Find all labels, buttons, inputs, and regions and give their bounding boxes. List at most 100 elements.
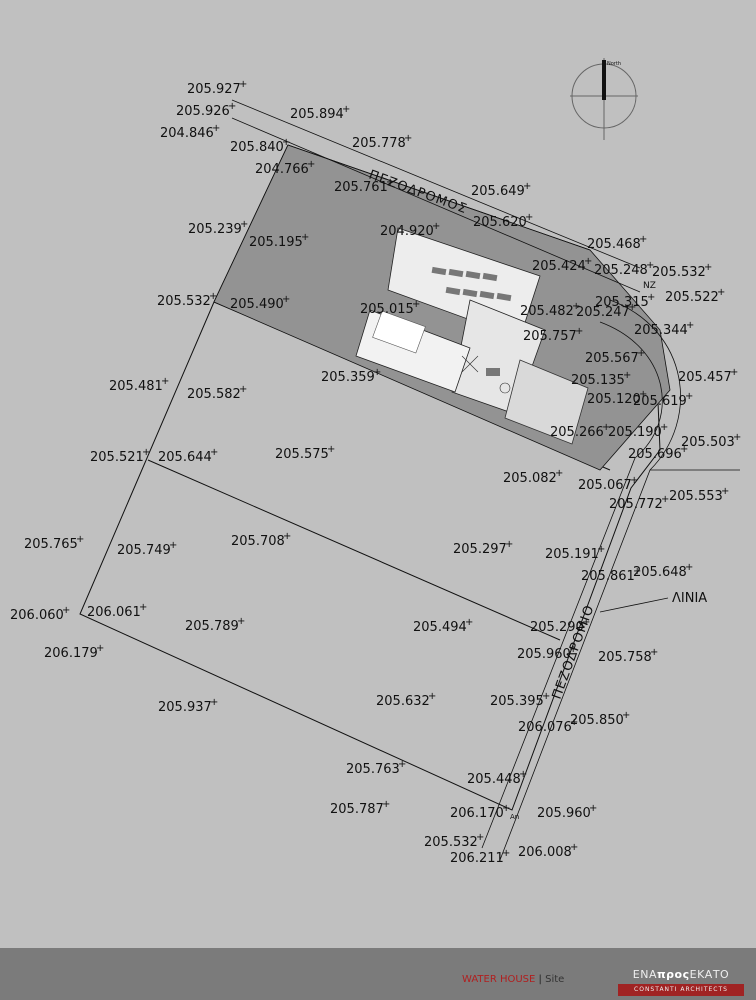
elevation-label: 205.482 bbox=[520, 304, 574, 319]
elevation-label: 205.567 bbox=[585, 351, 639, 366]
elevation-label: 205.135 bbox=[571, 373, 625, 388]
elevation-label: 205.015 bbox=[360, 302, 414, 317]
survey-point-icon: + bbox=[237, 616, 245, 627]
elevation-label: 205.778 bbox=[352, 136, 406, 151]
survey-point-icon: + bbox=[685, 562, 693, 573]
survey-point-icon: + bbox=[633, 566, 641, 577]
north-label: North bbox=[607, 61, 621, 67]
survey-point-icon: + bbox=[686, 320, 694, 331]
survey-point-icon: + bbox=[525, 212, 533, 223]
elevation-label: 205.619 bbox=[633, 394, 687, 409]
survey-point-icon: + bbox=[386, 177, 394, 188]
street-right bbox=[481, 299, 740, 861]
survey-point-icon: + bbox=[62, 605, 70, 616]
logo-word-2: προς bbox=[656, 968, 690, 981]
survey-point-icon: + bbox=[630, 475, 638, 486]
elevation-label: 205.532 bbox=[652, 265, 706, 280]
elevation-label: 205.789 bbox=[185, 619, 239, 634]
elevation-label: 205.926 bbox=[176, 104, 230, 119]
site-plan: North ΠΕΖΟΔΡΟΜΟΣ ΠΕΖΟΔΡΟΜΙΟ ΛΙΝΙΑ NZ An … bbox=[10, 58, 741, 866]
elevation-label: 205.067 bbox=[578, 478, 632, 493]
elevation-label: 205.481 bbox=[109, 379, 163, 394]
survey-point-icon: + bbox=[240, 219, 248, 230]
elevation-label: 205.749 bbox=[117, 543, 171, 558]
survey-point-icon: + bbox=[704, 262, 712, 273]
an-label: An bbox=[510, 813, 519, 821]
line-label: ΛΙΝΙΑ bbox=[672, 591, 707, 606]
elevation-label: 205.195 bbox=[249, 235, 303, 250]
survey-point-icon: + bbox=[717, 287, 725, 298]
project-name: WATER HOUSE bbox=[462, 974, 536, 985]
elevation-label: 206.076 bbox=[518, 720, 572, 735]
survey-point-icon: + bbox=[623, 370, 631, 381]
survey-point-icon: + bbox=[476, 832, 484, 843]
logo-name: ΕΝΑπροςΕΚΑΤΟ bbox=[618, 968, 744, 981]
survey-point-icon: + bbox=[212, 123, 220, 134]
logo-subtitle: CONSTANTI ARCHITECTS bbox=[618, 984, 744, 996]
building bbox=[355, 227, 589, 445]
title-separator: | bbox=[538, 974, 542, 985]
survey-point-icon: + bbox=[142, 447, 150, 458]
elevation-label: 205.532 bbox=[424, 835, 478, 850]
elevation-label: 204.766 bbox=[255, 162, 309, 177]
survey-point-icon: + bbox=[542, 691, 550, 702]
logo-word-3: ΕΚΑΤΟ bbox=[689, 968, 730, 981]
elevation-label: 205.266 bbox=[550, 425, 604, 440]
elevation-label: 206.061 bbox=[87, 605, 141, 620]
elevation-label: 205.757 bbox=[523, 329, 577, 344]
survey-point-icon: + bbox=[373, 367, 381, 378]
elevation-label: 205.787 bbox=[330, 802, 384, 817]
survey-point-icon: + bbox=[282, 137, 290, 148]
elevation-label: 205.490 bbox=[230, 297, 284, 312]
elevation-label: 205.424 bbox=[532, 259, 586, 274]
elevation-label: 205.457 bbox=[678, 370, 732, 385]
elevation-label: 204.846 bbox=[160, 126, 214, 141]
elevation-label: 205.315 bbox=[595, 295, 649, 310]
survey-point-icon: + bbox=[382, 799, 390, 810]
elevation-label: 205.861 bbox=[581, 569, 635, 584]
project-subtitle: Site bbox=[545, 974, 565, 985]
survey-point-icon: + bbox=[239, 384, 247, 395]
survey-point-icon: + bbox=[660, 422, 668, 433]
survey-point-icon: + bbox=[210, 447, 218, 458]
survey-point-icon: + bbox=[432, 221, 440, 232]
nz-label: NZ bbox=[643, 281, 656, 291]
elevation-label: 205.359 bbox=[321, 370, 375, 385]
logo-word-1: ΕΝΑ bbox=[632, 968, 657, 981]
elevation-label: 205.582 bbox=[187, 387, 241, 402]
elevation-label: 205.850 bbox=[570, 713, 624, 728]
elevation-label: 205.620 bbox=[473, 215, 527, 230]
survey-point-icon: + bbox=[412, 299, 420, 310]
survey-point-icon: + bbox=[505, 539, 513, 550]
survey-point-icon: + bbox=[572, 301, 580, 312]
footer-bar: WATER HOUSE | Site ΕΝΑπροςΕΚΑΤΟ CONSTANT… bbox=[0, 948, 756, 1000]
elevation-label: 205.772 bbox=[609, 497, 663, 512]
elevation-label: 206.179 bbox=[44, 646, 98, 661]
architect-logo: ΕΝΑπροςΕΚΑΤΟ CONSTANTI ARCHITECTS bbox=[614, 948, 744, 1000]
survey-point-icon: + bbox=[76, 534, 84, 545]
elevation-label: 205.763 bbox=[346, 762, 400, 777]
elevation-label: 205.297 bbox=[453, 542, 507, 557]
survey-point-icon: + bbox=[569, 644, 577, 655]
elevation-label: 205.532 bbox=[157, 294, 211, 309]
survey-point-icon: + bbox=[428, 691, 436, 702]
project-title: WATER HOUSE | Site bbox=[462, 974, 564, 985]
elevation-label: 205.120 bbox=[587, 392, 641, 407]
elevation-label: 205.521 bbox=[90, 450, 144, 465]
survey-point-icon: + bbox=[327, 444, 335, 455]
elevation-label: 205.644 bbox=[158, 450, 212, 465]
survey-point-icon: + bbox=[228, 101, 236, 112]
elevation-label: 205.648 bbox=[633, 565, 687, 580]
survey-point-icon: + bbox=[733, 432, 741, 443]
elevation-label: 205.395 bbox=[490, 694, 544, 709]
survey-point-icon: + bbox=[575, 326, 583, 337]
survey-point-icon: + bbox=[502, 848, 510, 859]
elevation-label: 205.575 bbox=[275, 447, 329, 462]
survey-point-icon: + bbox=[96, 643, 104, 654]
elevation-label: 205.190 bbox=[608, 425, 662, 440]
elevation-label: 204.920 bbox=[380, 224, 434, 239]
survey-point-icon: + bbox=[637, 348, 645, 359]
survey-point-icon: + bbox=[523, 181, 531, 192]
survey-point-icon: + bbox=[582, 617, 590, 628]
elevation-label: 205.503 bbox=[681, 435, 735, 450]
